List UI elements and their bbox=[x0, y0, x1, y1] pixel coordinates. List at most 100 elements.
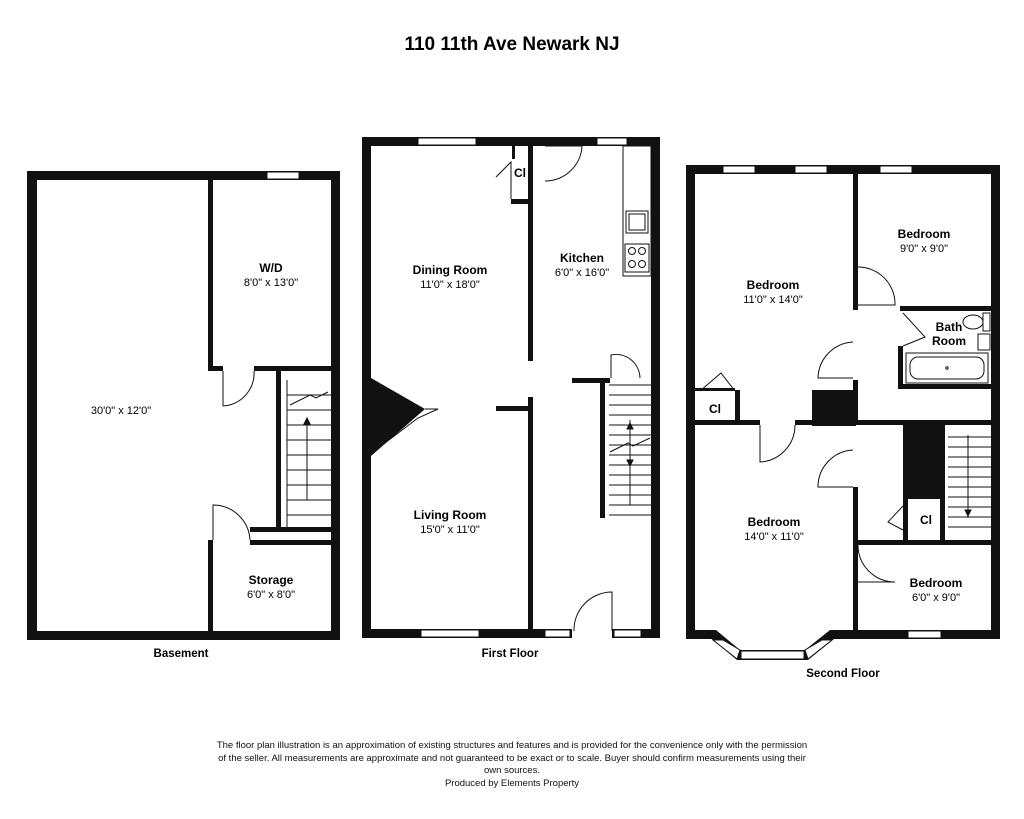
first-floor-stairs bbox=[609, 384, 651, 516]
se-bedroom-wall-top bbox=[858, 540, 991, 545]
nw-bedroom-door bbox=[817, 341, 854, 379]
sw-bedroom-door bbox=[759, 424, 796, 463]
wd-wall-bottom-b bbox=[254, 366, 331, 371]
center-wall-top bbox=[853, 174, 858, 310]
second-wall-right bbox=[991, 165, 1000, 639]
bedroom-se-name: Bedroom bbox=[910, 576, 963, 590]
bedroom-sw-name: Bedroom bbox=[748, 515, 801, 529]
basement-wall-right bbox=[331, 171, 340, 640]
dining-window bbox=[417, 137, 477, 146]
second-closet-e-name: Cl bbox=[920, 513, 932, 527]
front-window-b bbox=[613, 629, 642, 638]
storage-name: Storage bbox=[249, 573, 294, 587]
closet-w-wall bbox=[735, 390, 740, 425]
kitchen-window bbox=[596, 137, 628, 146]
second-window-c bbox=[879, 165, 913, 174]
bath-wall-left bbox=[898, 346, 903, 389]
basement-window bbox=[266, 171, 300, 180]
toilet-tank bbox=[982, 312, 991, 332]
bedroom-nw-name: Bedroom bbox=[747, 278, 800, 292]
ne-bedroom-door bbox=[857, 266, 896, 306]
nw-bedroom-wall-bottom bbox=[695, 420, 760, 425]
first-floor-plan: Dining Room 11'0" x 18'0" Kitchen 6'0" x… bbox=[362, 137, 660, 660]
stair-wall-top bbox=[572, 378, 610, 383]
first-floor-label: First Floor bbox=[482, 648, 539, 660]
first-wall-left bbox=[362, 137, 371, 638]
se-bedroom-door bbox=[857, 544, 896, 583]
closet-w-door bbox=[699, 372, 736, 392]
storage-door bbox=[212, 504, 251, 541]
closet-wall-side bbox=[512, 146, 515, 159]
stair-wall-bottom bbox=[250, 527, 331, 532]
living-dims: 15'0" x 11'0" bbox=[420, 524, 480, 536]
stair-door bbox=[610, 354, 641, 379]
closet-e-wall bbox=[903, 499, 908, 540]
chimney bbox=[812, 390, 856, 426]
second-wall-left bbox=[686, 165, 695, 639]
bay-window-front bbox=[740, 650, 805, 660]
kitchen-dims: 6'0" x 16'0" bbox=[555, 267, 609, 279]
wd-wall-left bbox=[208, 180, 213, 371]
wd-dims: 8'0" x 13'0" bbox=[244, 277, 298, 289]
second-floor-stairs bbox=[948, 435, 991, 528]
front-window-a bbox=[544, 629, 571, 638]
basement-wall-left bbox=[27, 171, 37, 640]
basement-wall-top bbox=[27, 171, 340, 180]
second-floor-label: Second Floor bbox=[806, 668, 880, 680]
closet-e-door bbox=[887, 505, 904, 531]
kitchen-back-door bbox=[544, 145, 583, 182]
kitchen-name: Kitchen bbox=[560, 251, 604, 265]
bath-name-line1: Bath bbox=[936, 320, 963, 334]
bath-door bbox=[902, 312, 926, 347]
center-wall-bottom bbox=[853, 487, 858, 630]
disclaimer-text: The floor plan illustration is an approx… bbox=[216, 740, 808, 776]
first-closet-name: Cl bbox=[514, 166, 526, 180]
closet-e-wall-b bbox=[940, 499, 945, 540]
storage-dims: 6'0" x 8'0" bbox=[247, 589, 295, 601]
closet-w-top bbox=[695, 388, 735, 391]
stair-wall-top bbox=[858, 420, 991, 425]
fireplace bbox=[371, 378, 425, 456]
basement-wall-bottom bbox=[27, 631, 340, 640]
stair-wall-left bbox=[600, 383, 605, 518]
dining-dims: 11'0" x 18'0" bbox=[420, 279, 480, 291]
bay-window-left bbox=[711, 639, 741, 660]
credit-text: Produced by Elements Property bbox=[444, 778, 580, 789]
plan-title: 110 11th Ave Newark NJ bbox=[404, 34, 619, 55]
bath-wall-bottom bbox=[900, 384, 991, 389]
bedroom-sw-dims: 14'0" x 11'0" bbox=[744, 531, 804, 543]
living-window bbox=[420, 629, 480, 638]
toilet-icon bbox=[962, 314, 984, 330]
dining-kitchen-wall bbox=[528, 146, 533, 361]
wd-door bbox=[222, 370, 255, 407]
first-wall-bottom bbox=[362, 629, 660, 638]
bedroom-ne-name: Bedroom bbox=[898, 227, 951, 241]
stove-icon bbox=[624, 243, 650, 273]
storage-wall-top bbox=[250, 540, 331, 545]
wd-name: W/D bbox=[259, 261, 283, 275]
bath-wall-top bbox=[900, 306, 991, 311]
bay-window-right bbox=[804, 639, 834, 660]
living-name: Living Room bbox=[414, 508, 487, 522]
basement-label: Basement bbox=[154, 648, 209, 660]
stair-void bbox=[903, 425, 945, 499]
front-door bbox=[573, 591, 613, 632]
wd-wall-bottom-a bbox=[208, 366, 223, 371]
bedroom-ne-dims: 9'0" x 9'0" bbox=[900, 243, 948, 255]
second-window-a bbox=[722, 165, 756, 174]
basement-main-dims: 30'0" x 12'0" bbox=[91, 405, 151, 417]
second-window-b bbox=[794, 165, 828, 174]
bath-name-line2: Room bbox=[932, 334, 966, 348]
first-wall-top bbox=[362, 137, 660, 146]
living-partition bbox=[496, 406, 533, 411]
stair-wall bbox=[276, 371, 281, 531]
front-door-gap bbox=[572, 629, 612, 638]
second-floor-plan: Bedroom 11'0" x 14'0" Bedroom 9'0" x 9'0… bbox=[686, 165, 1000, 680]
second-window-d bbox=[907, 630, 942, 639]
bedroom-nw-dims: 11'0" x 14'0" bbox=[743, 294, 803, 306]
first-wall-right bbox=[651, 137, 660, 638]
bath-sink-icon bbox=[977, 333, 991, 351]
basement-stairs bbox=[286, 380, 331, 527]
storage-wall-left bbox=[208, 540, 213, 631]
